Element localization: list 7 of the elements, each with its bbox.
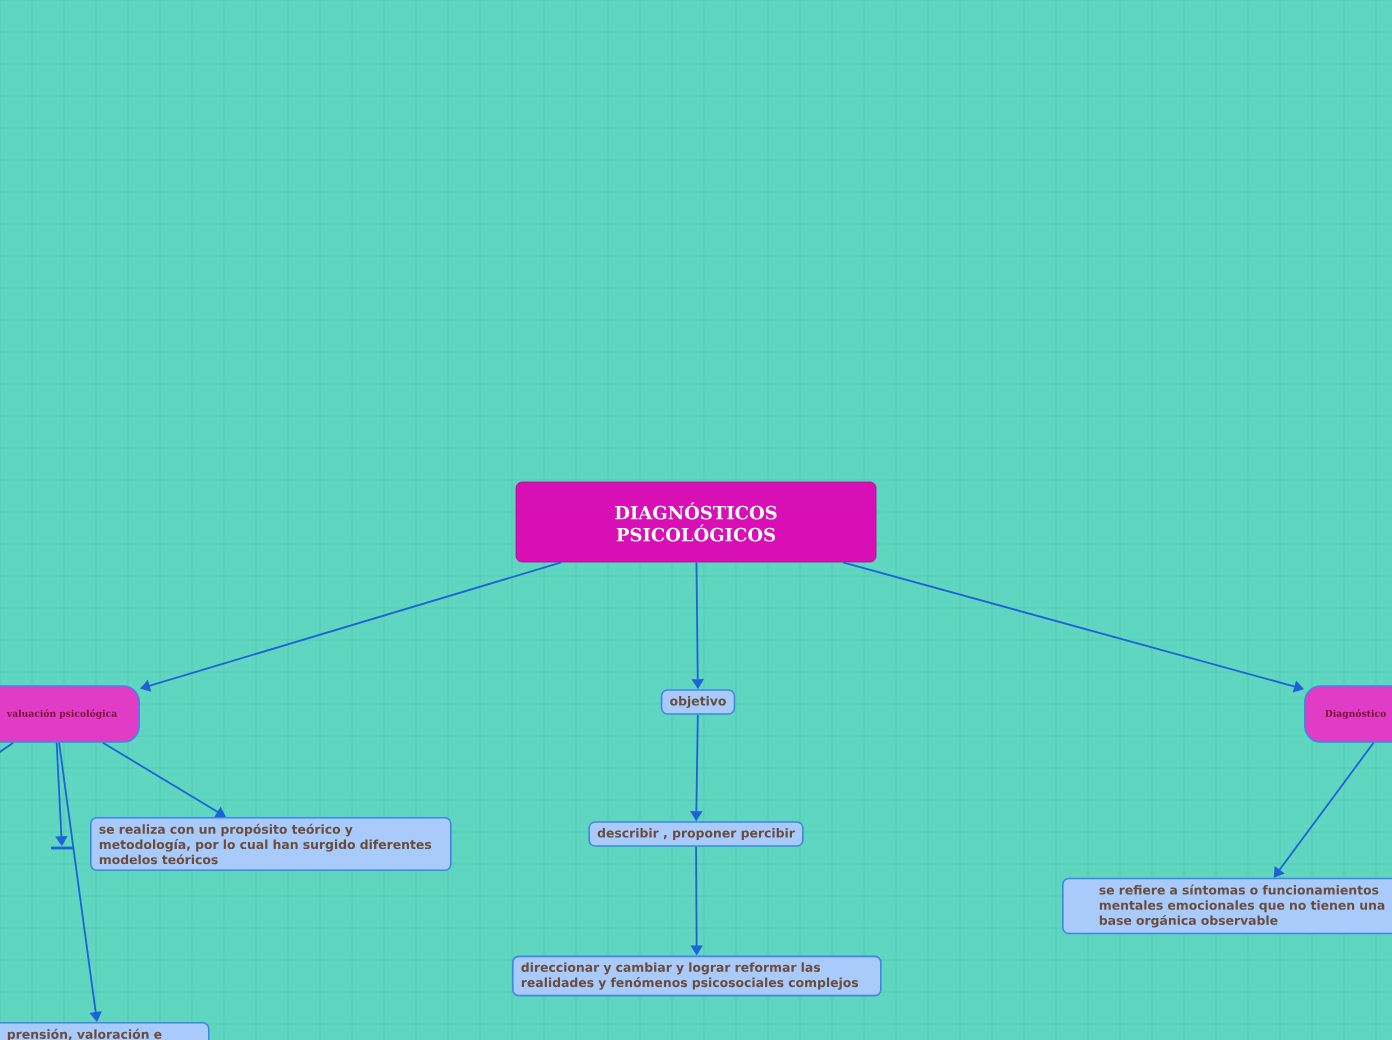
arrow — [842, 561, 1304, 693]
arrow — [140, 561, 563, 692]
arrow — [58, 741, 102, 1022]
bar-mark — [51, 846, 73, 850]
arrow — [102, 741, 226, 818]
title-box: DIAGNÓSTICOS PSICOLÓGICOS — [515, 481, 877, 563]
arrow — [1273, 741, 1375, 878]
